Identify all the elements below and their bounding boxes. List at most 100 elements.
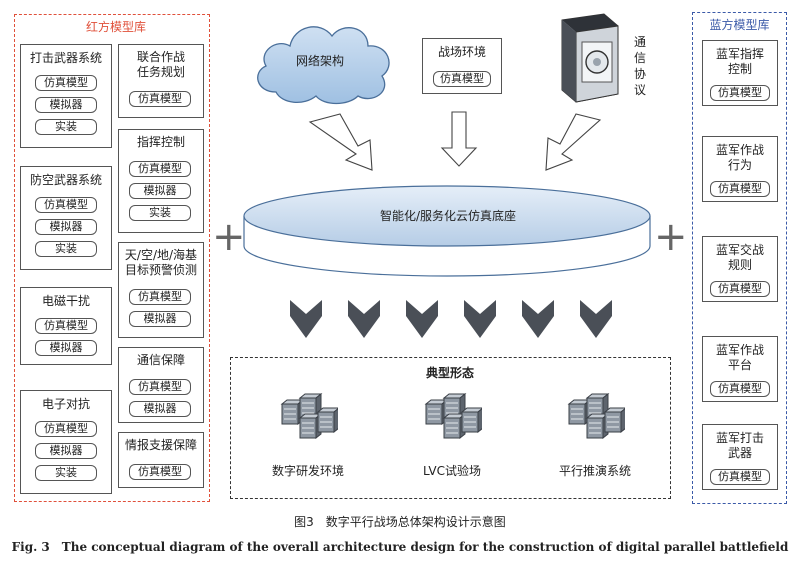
red-function-label: 联合作战任务规划 (119, 50, 203, 80)
red-function-label-line: 天/空/地/海基 (124, 248, 198, 262)
red-function-label: 天/空/地/海基目标预警侦测 (119, 248, 203, 278)
red-item-pill: 仿真模型 (129, 379, 191, 395)
red-item-pill: 模拟器 (35, 219, 97, 235)
blue-group-label-line: 武器 (727, 446, 752, 460)
protocol-char: 通 (633, 35, 646, 49)
red-function-label: 通信保障 (119, 353, 203, 368)
typical-forms-box (230, 357, 671, 499)
environment-label: 战场环境 (437, 45, 486, 59)
red-item-pill: 实装 (35, 465, 97, 481)
red-library-title: 红方模型库 (85, 20, 146, 34)
red-function-label: 指挥控制 (119, 135, 203, 150)
red-item-pill: 实装 (35, 241, 97, 257)
red-function-label-line: 指挥控制 (136, 135, 185, 149)
chevron-down-icon (464, 300, 496, 338)
red-function-label-line: 联合作战 (136, 50, 185, 64)
red-function-label-line: 通信保障 (136, 353, 185, 367)
plus-right-icon: + (654, 214, 688, 260)
red-library-panel (14, 14, 210, 502)
red-item-pill: 模拟器 (35, 97, 97, 113)
red-function-label: 情报支援保障 (119, 438, 203, 453)
blue-group-label-line: 蓝军作战 (715, 143, 764, 157)
red-system-box: 打击武器系统仿真模型模拟器实装 (20, 44, 112, 148)
protocol-label: 通信协议 (632, 34, 648, 98)
chevron-down-icon (290, 300, 322, 338)
server-stack-icon (567, 392, 625, 440)
blue-group-box: 蓝军指挥控制仿真模型 (702, 40, 778, 106)
blue-group-label: 蓝军作战平台 (703, 343, 777, 373)
protocol-char: 协 (633, 67, 646, 81)
red-item-pill: 仿真模型 (129, 91, 191, 107)
chevron-down-icon (406, 300, 438, 338)
blue-group-label-line: 蓝军作战 (715, 343, 764, 357)
red-system-label: 防空武器系统 (29, 173, 102, 187)
blue-group-label-line: 蓝军打击 (715, 431, 764, 445)
server-stack-icon (424, 392, 482, 440)
blue-group-box: 蓝军交战规则仿真模型 (702, 236, 778, 302)
blue-group-label-line: 蓝军指挥 (715, 47, 764, 61)
red-system-box: 电子对抗仿真模型模拟器实装 (20, 390, 112, 494)
red-function-box: 联合作战任务规划仿真模型 (118, 44, 204, 118)
network-cloud (257, 26, 390, 105)
red-item-pill: 仿真模型 (129, 464, 191, 480)
blue-group-label: 蓝军打击武器 (703, 431, 777, 461)
blue-group-label: 蓝军作战行为 (703, 143, 777, 173)
red-function-box: 指挥控制仿真模型模拟器实装 (118, 129, 204, 233)
chevron-row (290, 300, 612, 338)
server-stack-icon (280, 392, 338, 440)
red-item-pill: 仿真模型 (129, 289, 191, 305)
chevron-down-icon (580, 300, 612, 338)
red-item-pill: 模拟器 (129, 401, 191, 417)
blue-library-title: 蓝方模型库 (709, 18, 770, 32)
typical-form-label: 平行推演系统 (558, 464, 631, 478)
blue-item-pill: 仿真模型 (710, 381, 770, 397)
blue-item-pill: 仿真模型 (710, 469, 770, 485)
red-item-pill: 仿真模型 (35, 197, 97, 213)
red-item-pill: 模拟器 (129, 183, 191, 199)
blue-group-label: 蓝军指挥控制 (703, 47, 777, 77)
red-item-pill: 仿真模型 (129, 161, 191, 177)
blue-item-pill: 仿真模型 (710, 281, 770, 297)
red-function-box: 通信保障仿真模型模拟器 (118, 347, 204, 423)
typical-form-label: 数字研发环境 (271, 464, 344, 478)
typical-forms-title: 典型形态 (425, 366, 474, 380)
environment-sim-model: 仿真模型 (433, 71, 491, 87)
red-item-pill: 仿真模型 (35, 318, 97, 334)
red-item-pill: 模拟器 (129, 311, 191, 327)
red-function-box: 天/空/地/海基目标预警侦测仿真模型模拟器 (118, 242, 204, 338)
blue-item-pill: 仿真模型 (710, 85, 770, 101)
server-icon (561, 13, 619, 103)
red-function-box: 情报支援保障仿真模型 (118, 432, 204, 488)
red-function-label-line: 任务规划 (136, 65, 185, 79)
blue-group-box: 蓝军作战平台仿真模型 (702, 336, 778, 402)
red-function-label-line: 目标预警侦测 (124, 263, 197, 277)
chevron-down-icon (522, 300, 554, 338)
blue-group-box: 蓝军打击武器仿真模型 (702, 424, 778, 490)
red-item-pill: 实装 (35, 119, 97, 135)
blue-library-panel (692, 12, 787, 504)
environment-box: 战场环境 仿真模型 (422, 38, 502, 94)
blue-group-label-line: 行为 (727, 158, 752, 172)
caption-en: Fig. 3 The conceptual diagram of the ove… (11, 540, 789, 554)
blue-item-pill: 仿真模型 (710, 181, 770, 197)
red-function-label-line: 情报支援保障 (124, 438, 197, 452)
red-item-pill: 仿真模型 (35, 421, 97, 437)
cloud-platform (243, 185, 651, 277)
protocol-char: 议 (633, 83, 646, 97)
red-system-label: 电子对抗 (41, 397, 90, 411)
platform-label: 智能化/服务化云仿真底座 (379, 209, 517, 223)
blue-group-label-line: 控制 (727, 62, 752, 76)
red-system-label: 打击武器系统 (29, 51, 102, 65)
red-item-pill: 模拟器 (35, 340, 97, 356)
arrows-to-platform (308, 111, 602, 171)
red-item-pill: 仿真模型 (35, 75, 97, 91)
blue-group-label-line: 蓝军交战 (715, 243, 764, 257)
red-system-label: 电磁干扰 (41, 294, 90, 308)
network-label: 网络架构 (295, 54, 344, 68)
red-system-box: 电磁干扰仿真模型模拟器 (20, 287, 112, 365)
red-system-box: 防空武器系统仿真模型模拟器实装 (20, 166, 112, 270)
red-item-pill: 模拟器 (35, 443, 97, 459)
blue-group-label-line: 平台 (727, 358, 752, 372)
caption-cn: 图3 数字平行战场总体架构设计示意图 (294, 515, 506, 529)
typical-form-label: LVC试验场 (423, 464, 481, 478)
